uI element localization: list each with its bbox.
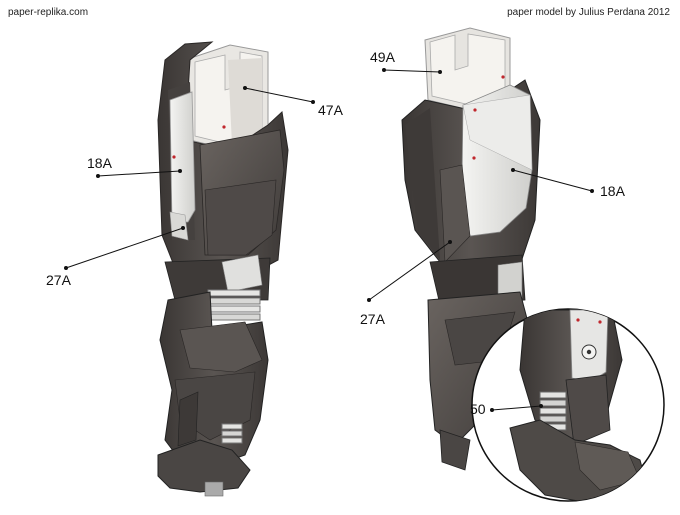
left-leg-model bbox=[157, 41, 289, 497]
detail-inset bbox=[471, 308, 665, 502]
leader-lines bbox=[65, 69, 593, 411]
label-50: 50 bbox=[470, 401, 486, 417]
label-27a-right: 27A bbox=[360, 311, 385, 327]
credit-line: paper model by Julius Perdana 2012 bbox=[507, 7, 670, 18]
site-name: paper-replika.com bbox=[8, 7, 89, 18]
leader-dots bbox=[64, 68, 594, 412]
label-27a-left: 27A bbox=[46, 272, 71, 288]
label-49a: 49A bbox=[370, 49, 395, 65]
right-leg-model bbox=[401, 27, 541, 471]
label-18a-left: 18A bbox=[87, 155, 112, 171]
label-47a: 47A bbox=[318, 102, 343, 118]
label-18a-right: 18A bbox=[600, 183, 625, 199]
